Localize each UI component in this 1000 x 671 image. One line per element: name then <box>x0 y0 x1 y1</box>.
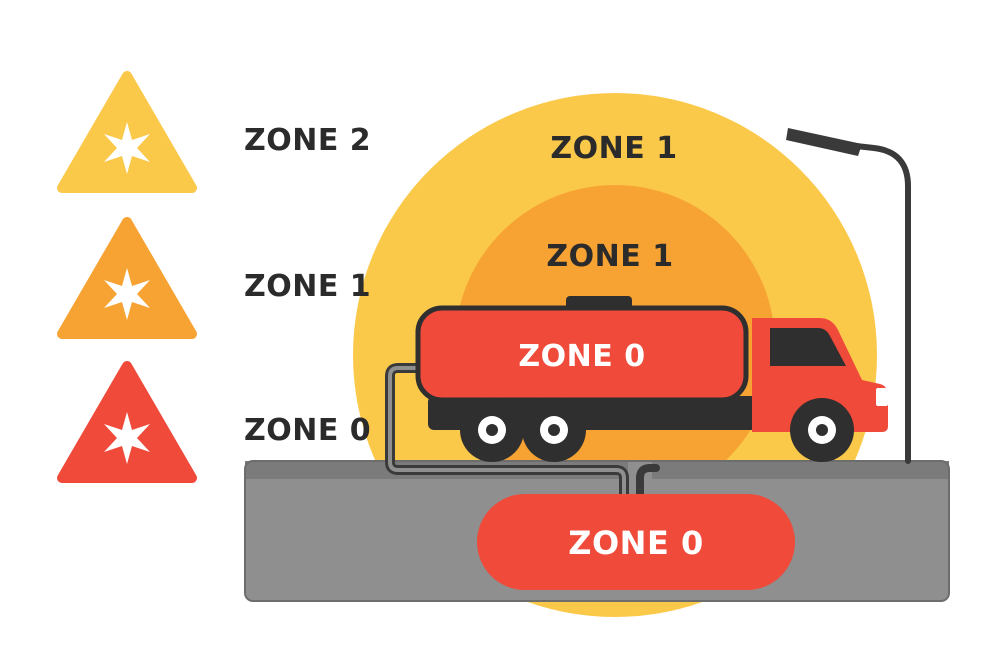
spark-icon <box>104 122 150 174</box>
legend-item-zone-1: ZONE 1 <box>57 217 371 339</box>
legend-item-zone-0: ZONE 0 <box>57 361 371 483</box>
street-lamp-pole <box>817 139 911 464</box>
fuel-hose-inner <box>388 366 626 498</box>
truck-tank-label: ZONE 0 <box>518 339 645 374</box>
ground-outline <box>244 460 950 602</box>
truck-headlight <box>876 388 888 406</box>
inner-zone-label: ZONE 1 <box>546 239 673 274</box>
legend-label-zone-1: ZONE 1 <box>244 269 371 304</box>
wheel-front <box>790 398 854 462</box>
spark-icon <box>104 268 150 320</box>
ground-surface-right <box>652 461 949 479</box>
wheel-rear-2 <box>522 398 586 462</box>
legend-label-zone-2: ZONE 2 <box>244 123 371 158</box>
street-lamp-head <box>786 128 862 156</box>
truck-tank <box>415 305 749 403</box>
truck-window <box>770 328 846 366</box>
legend-label-zone-0: ZONE 0 <box>244 413 371 448</box>
vent-pipe <box>636 464 660 500</box>
underground-tank-label: ZONE 0 <box>568 524 703 562</box>
wheel-rear-1 <box>460 398 524 462</box>
outer-zone-label: ZONE 1 <box>550 131 677 166</box>
spark-icon <box>104 412 150 464</box>
legend-item-zone-2: ZONE 2 <box>57 71 371 193</box>
underground-tank <box>477 494 795 590</box>
